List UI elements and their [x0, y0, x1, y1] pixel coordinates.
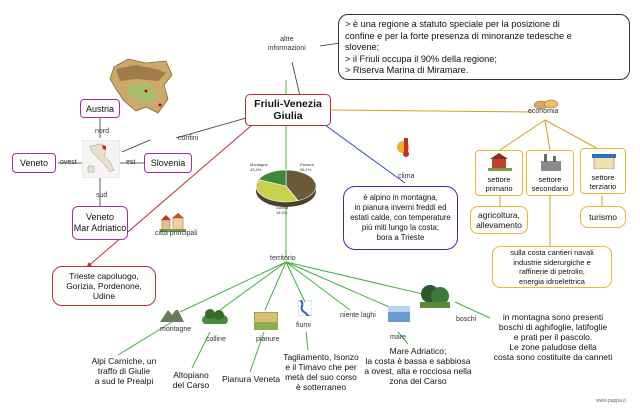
pianure-text: Pianura Veneta	[222, 374, 281, 384]
citta-text: Trieste capoluogo, Gorizia, Pordenone, U…	[66, 271, 142, 301]
town-icon	[160, 213, 186, 232]
settore-secondario-label: settore secondario	[531, 175, 569, 193]
settore-primario-node: settore primario	[475, 150, 523, 196]
pie-label-pianura: Pianura 38,1%	[300, 162, 314, 172]
secondario-text: sulla costa cantieri navali industrie si…	[510, 248, 594, 286]
settore-terziario-label: settore terziario	[589, 173, 617, 191]
pie-label-collina: Collina 18,5%	[276, 205, 289, 215]
info-line-1: > è una regione a statuto speciale per l…	[345, 19, 560, 29]
territorio-link-label: territorio	[270, 255, 296, 262]
est-label: est	[126, 159, 136, 166]
pie-label-montagne: Montagne 43,4%	[250, 162, 268, 172]
veneto-node: Veneto	[12, 153, 56, 173]
colline-label: colline	[206, 336, 226, 343]
info-box: > è una regione a statuto speciale per l…	[338, 14, 630, 80]
mare-label: mare	[390, 334, 406, 341]
pianure-label: pianure	[256, 336, 280, 343]
farm-icon	[488, 153, 512, 171]
fiumi-text: Tagliamento, Isonzo e il Timavo che per …	[283, 352, 359, 392]
info-line-3: slovene;	[345, 42, 380, 52]
montagne-text: Alpi Carniche, un traffo di Giulie a sud…	[91, 356, 157, 386]
veneto-mar-label: Veneto Mar Adriatico	[73, 212, 127, 233]
pie-slice-pianura	[255, 179, 299, 203]
veneto-label: Veneto	[19, 158, 49, 168]
turismo-box: turismo	[580, 206, 626, 228]
clima-text: è alpino in montagna, in pianura inverni…	[350, 193, 451, 242]
clima-link-label: clima	[398, 173, 415, 180]
economia-link-label: economia	[528, 108, 559, 115]
mountain-icon	[160, 308, 184, 322]
settore-primario-label: settore primario	[485, 175, 513, 193]
info-line-2: confine e per la forte presenza di minor…	[345, 30, 572, 41]
slovenia-label: Slovenia	[150, 158, 186, 168]
river-icon	[298, 300, 312, 316]
fiumi-label: fiumi	[296, 322, 311, 329]
turismo-text: turismo	[589, 212, 617, 222]
pie-slice-collina	[257, 169, 287, 187]
sud-label: sud	[96, 192, 108, 199]
hill-icon	[202, 309, 228, 324]
info-link-label: altre informazioni	[268, 36, 306, 52]
mare-text: Mare Adriatico; la costa è bassa e sabbi…	[364, 346, 472, 386]
info-line-4: > il Friuli occupa il 90% della regione;	[345, 53, 497, 64]
coins-icon	[533, 99, 559, 110]
credit-label: www.pappa.it	[596, 398, 626, 404]
info-line-5: > Riserva Marina di Miramare.	[345, 65, 469, 75]
italy-map-icon	[82, 140, 120, 178]
central-topic: Friuli-Venezia Giulia	[245, 94, 331, 126]
veneto-mar-node: Veneto Mar Adriatico	[72, 206, 128, 240]
citta-box: Trieste capoluogo, Gorizia, Pordenone, U…	[52, 266, 156, 306]
weather-icon	[397, 138, 409, 157]
clima-box: è alpino in montagna, in pianura inverni…	[343, 186, 458, 250]
laghi-label: niente laghi	[340, 312, 376, 319]
nord-label: nord	[95, 128, 110, 135]
plain-icon	[254, 312, 278, 330]
secondario-box: sulla costa cantieri navali industrie si…	[492, 246, 612, 288]
boschi-text: in montagna sono presenti boschi di aghi…	[493, 312, 613, 362]
shop-icon	[592, 154, 616, 169]
territory-pie-chart	[255, 169, 317, 207]
central-topic-label: Friuli-Venezia Giulia	[254, 98, 322, 122]
ovest-label: ovest	[60, 159, 77, 166]
link-confini	[175, 117, 247, 139]
link-citta	[85, 124, 253, 269]
link-clima	[324, 124, 406, 184]
montagne-label: montagne	[160, 326, 192, 333]
confini-label: confini	[178, 135, 199, 142]
austria-label: Austria	[85, 103, 114, 114]
settore-secondario-node: settore secondario	[526, 150, 574, 196]
forest-icon	[420, 285, 450, 308]
boschi-label: boschi	[456, 316, 477, 323]
link-economia	[329, 109, 534, 113]
citta-link-label: città principali	[155, 230, 198, 237]
primario-text: agricoltura, allevamento	[476, 210, 522, 230]
primario-box: agricoltura, allevamento	[470, 206, 528, 234]
slovenia-node: Slovenia	[144, 153, 192, 173]
factory-icon	[541, 154, 561, 171]
pie-slice-montagne	[285, 169, 317, 201]
link-altre-informazioni	[291, 61, 301, 97]
region-map-icon	[109, 58, 173, 114]
settore-terziario-node: settore terziario	[580, 148, 626, 194]
sea-icon	[388, 306, 410, 322]
austria-node: Austria	[80, 99, 120, 118]
colline-text: Altopiano del Carso	[172, 370, 210, 390]
